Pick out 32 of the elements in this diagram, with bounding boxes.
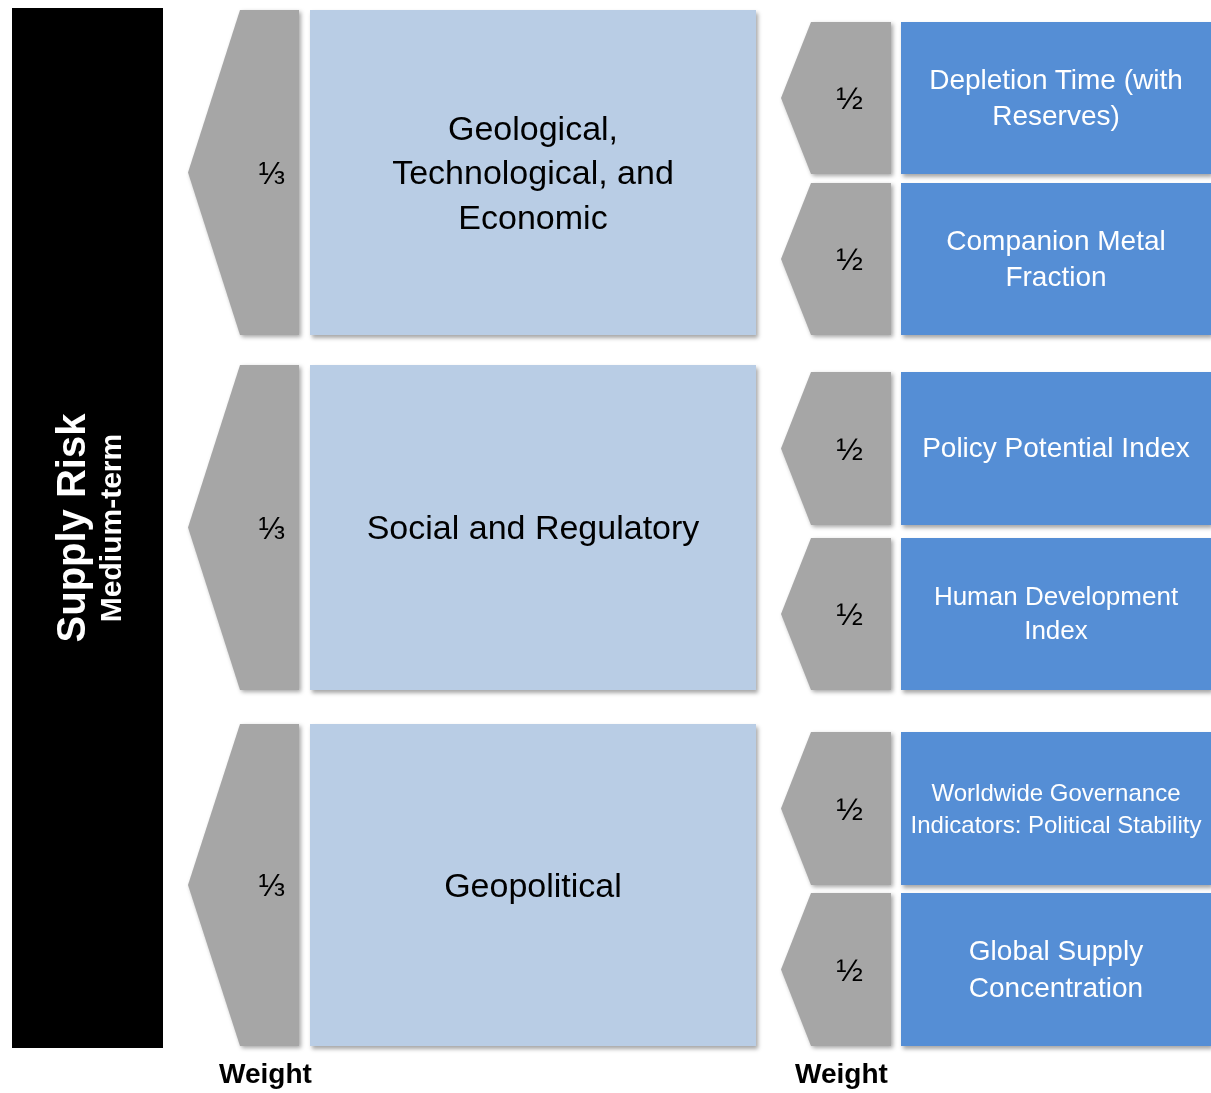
weight-value: ½ — [836, 790, 863, 827]
weight-value: ½ — [836, 240, 863, 278]
indicator-label: Companion Metal Fraction — [945, 223, 1167, 294]
indicator-label: Worldwide Governance Indicators: Political Stability — [909, 778, 1203, 840]
title-bar — [12, 8, 163, 1048]
weight-value: ½ — [836, 430, 863, 467]
weight-value: ½ — [836, 79, 863, 117]
weight-value: ⅓ — [258, 154, 285, 191]
indicator-box — [901, 22, 1211, 174]
indicator-label: Policy Potential Index — [922, 431, 1190, 466]
axis-caption: Weight — [795, 1058, 888, 1090]
weight-value: ½ — [836, 951, 863, 988]
indicator-box — [901, 183, 1211, 335]
indicator-label: Depletion Time (with Reserves) — [928, 62, 1184, 133]
category-label: Geological, Technological, and Economic — [391, 108, 675, 238]
subtitle-text: Medium-term — [93, 432, 128, 625]
category-label: Social and Regulatory — [366, 507, 700, 549]
indicator-box — [901, 372, 1211, 525]
indicator-box — [901, 732, 1211, 885]
weight-value: ½ — [836, 595, 863, 633]
indicator-label: Human Development Index — [932, 580, 1180, 647]
indicator-box — [901, 893, 1211, 1046]
category-box — [310, 365, 756, 690]
indicator-label: Global Supply Concentration — [967, 934, 1145, 1005]
category-label: Geopolitical — [444, 864, 622, 906]
category-box — [310, 10, 756, 335]
weight-value: ⅓ — [258, 509, 285, 546]
axis-caption: Weight — [219, 1058, 312, 1090]
title-text: Supply Risk — [47, 413, 94, 643]
category-box — [310, 724, 756, 1046]
indicator-box — [901, 538, 1211, 690]
weight-value: ⅓ — [258, 866, 285, 904]
